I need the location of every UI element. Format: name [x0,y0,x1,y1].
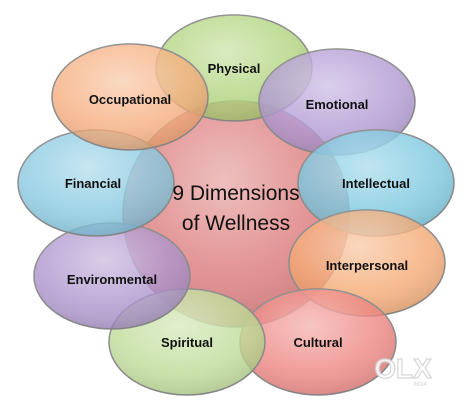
label-intellectual: Intellectual [342,176,410,191]
center-title-line1: 9 Dimensions [172,182,299,205]
ellipse-cultural [239,288,397,396]
label-emotional: Emotional [306,97,369,112]
ellipse-gloss-cultural [240,289,396,395]
watermark-subtext: INDIA [413,382,427,388]
ellipse-financial [17,129,175,237]
ellipse-environmental [33,222,191,330]
ellipse-gloss-occupational [52,44,208,150]
ellipse-emotional [258,48,416,156]
label-spiritual: Spiritual [161,335,213,350]
label-physical: Physical [208,61,261,76]
ellipse-occupational [51,43,209,151]
dimension-labels: PhysicalEmotionalIntellectualInterperson… [65,61,410,350]
ellipse-gloss-emotional [259,49,415,155]
ellipse-gloss-intellectual [298,130,454,236]
label-cultural: Cultural [293,335,342,350]
center-title-line2: of Wellness [182,212,290,235]
ellipse-intellectual [297,129,455,237]
label-financial: Financial [65,176,121,191]
ellipse-gloss-financial [18,130,174,236]
label-interpersonal: Interpersonal [326,258,408,273]
olx-watermark: OLX INDIA [374,352,433,388]
watermark-logo: OLX [374,353,432,384]
label-occupational: Occupational [89,92,171,107]
ellipse-gloss-environmental [34,223,190,329]
label-environmental: Environmental [67,272,157,287]
dimension-ellipses [17,14,455,396]
